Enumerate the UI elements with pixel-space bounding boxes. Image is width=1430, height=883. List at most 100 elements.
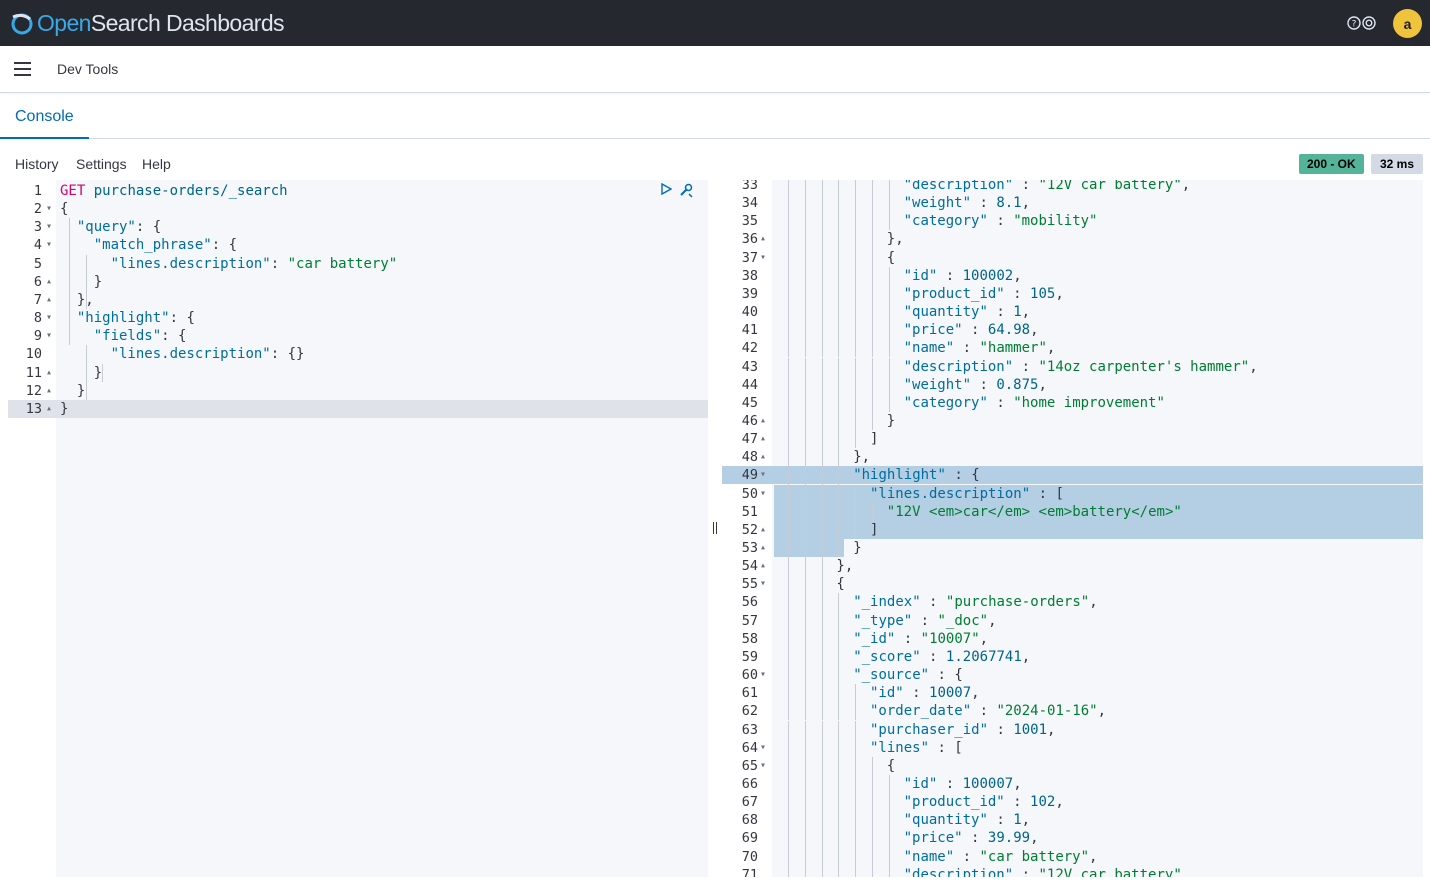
- fold-toggle-icon[interactable]: ▾: [760, 469, 767, 481]
- indent-guide: [788, 557, 789, 576]
- fold-toggle-icon[interactable]: ▴: [760, 233, 767, 245]
- avatar[interactable]: a: [1393, 9, 1422, 38]
- fold-toggle-icon[interactable]: ▴: [760, 433, 767, 445]
- indent-guide: [838, 194, 840, 213]
- indent-guide: [855, 180, 857, 195]
- response-viewer[interactable]: 33"description" : "12V car battery",34"w…: [722, 180, 1423, 877]
- line-number: 54: [741, 558, 758, 575]
- line-number: 61: [741, 685, 758, 702]
- fold-toggle-icon[interactable]: ▴: [760, 523, 767, 535]
- line-number: 43: [741, 358, 758, 375]
- indent-guide: [872, 248, 873, 267]
- run-icon[interactable]: [660, 183, 672, 195]
- indent-guide: [821, 702, 823, 721]
- fold-toggle-icon[interactable]: ▾: [760, 251, 767, 263]
- indent-guide: [855, 266, 857, 285]
- line-number: 12: [25, 382, 42, 399]
- indent-guide: [804, 666, 806, 685]
- indent-guide: [788, 411, 789, 431]
- fold-toggle-icon[interactable]: ▴: [46, 366, 53, 378]
- response-line: 61"id" : 10007,: [722, 684, 1423, 703]
- response-gutter: [722, 180, 772, 877]
- tab-console[interactable]: Console: [0, 93, 89, 139]
- wrench-icon[interactable]: [678, 182, 694, 198]
- fold-toggle-icon[interactable]: ▾: [46, 330, 53, 342]
- code-text: "lines.description" : [: [870, 485, 1064, 502]
- indent-guide: [804, 194, 806, 213]
- menu-icon[interactable]: [14, 62, 31, 76]
- fold-toggle-icon[interactable]: ▾: [760, 669, 767, 681]
- request-code-area: [56, 180, 708, 877]
- fold-toggle-icon[interactable]: ▴: [46, 293, 53, 305]
- indent-guide: [821, 520, 823, 539]
- indent-guide: [821, 847, 823, 866]
- brand-logo[interactable]: OpenSearch Dashboards: [10, 9, 285, 37]
- indent-guide: [855, 865, 857, 877]
- fold-toggle-icon[interactable]: ▴: [760, 560, 767, 572]
- fold-toggle-icon[interactable]: ▴: [46, 402, 53, 414]
- indent-guide: [838, 430, 840, 449]
- help-button[interactable]: Help: [142, 156, 171, 172]
- request-line: 12▴ }: [8, 382, 708, 400]
- fold-toggle-icon[interactable]: ▴: [760, 542, 767, 553]
- fold-toggle-icon[interactable]: ▾: [760, 578, 767, 590]
- indent-guide: [872, 303, 873, 322]
- indent-guide: [821, 647, 823, 667]
- indent-guide: [821, 448, 823, 467]
- line-number: 4: [33, 237, 42, 254]
- settings-button[interactable]: Settings: [76, 156, 127, 172]
- code-text: "category" : "mobility": [903, 213, 1098, 230]
- indent-guide: [838, 266, 840, 285]
- code-text: "highlight" : {: [853, 467, 980, 484]
- fold-toggle-icon[interactable]: ▴: [46, 275, 53, 287]
- code-text: "_source" : {: [853, 667, 963, 684]
- indent-guide: [872, 793, 873, 812]
- indent-guide: [821, 774, 823, 794]
- fold-toggle-icon[interactable]: ▾: [46, 312, 53, 324]
- fold-toggle-icon[interactable]: ▴: [46, 384, 53, 396]
- indent-guide: [788, 303, 789, 322]
- indent-guide: [804, 180, 806, 195]
- fold-toggle-icon[interactable]: ▾: [760, 741, 767, 753]
- breadcrumb-dev-tools[interactable]: Dev Tools: [57, 61, 119, 77]
- indent-guide: [838, 702, 840, 721]
- help-icon[interactable]: ?: [1346, 14, 1378, 32]
- fold-toggle-icon[interactable]: ▾: [760, 487, 767, 499]
- response-line: 57"_type" : "_doc",: [722, 611, 1423, 630]
- indent-guide: [872, 774, 873, 794]
- fold-toggle-icon[interactable]: ▴: [760, 414, 767, 426]
- indent-guide: [838, 666, 840, 685]
- indent-guide: [804, 230, 806, 249]
- fold-toggle-icon[interactable]: ▴: [760, 451, 767, 463]
- fold-toggle-icon[interactable]: ▾: [46, 239, 53, 251]
- indent-guide: [821, 738, 823, 757]
- fold-toggle-icon[interactable]: ▾: [46, 203, 53, 215]
- line-number: 67: [741, 794, 758, 811]
- indent-guide: [804, 448, 806, 467]
- indent-guide: [855, 430, 857, 449]
- pane-resize-handle[interactable]: [711, 518, 719, 538]
- fold-toggle-icon[interactable]: ▾: [760, 759, 767, 771]
- indent-guide: [788, 375, 789, 394]
- request-line: 3▾ "query": {: [8, 218, 708, 236]
- request-line: 6▴ }: [8, 273, 708, 291]
- line-number: 48: [741, 449, 758, 466]
- indent-guide: [855, 339, 857, 358]
- line-number: 9: [33, 328, 42, 345]
- indent-guide: [821, 539, 823, 558]
- fold-toggle-icon[interactable]: ▾: [46, 221, 53, 233]
- indent-guide: [788, 448, 789, 467]
- code-text: "price" : 39.99,: [903, 830, 1039, 847]
- indent-guide: [821, 393, 823, 412]
- indent-guide: [838, 774, 840, 794]
- indent-guide: [855, 738, 857, 757]
- indent-guide: [788, 738, 789, 757]
- indent-guide: [855, 411, 857, 431]
- indent-guide: [855, 811, 857, 830]
- indent-guide: [872, 357, 873, 376]
- indent-guide: [804, 702, 806, 721]
- indent-guide: [788, 756, 789, 775]
- history-button[interactable]: History: [15, 156, 59, 172]
- line-number: 40: [741, 304, 758, 321]
